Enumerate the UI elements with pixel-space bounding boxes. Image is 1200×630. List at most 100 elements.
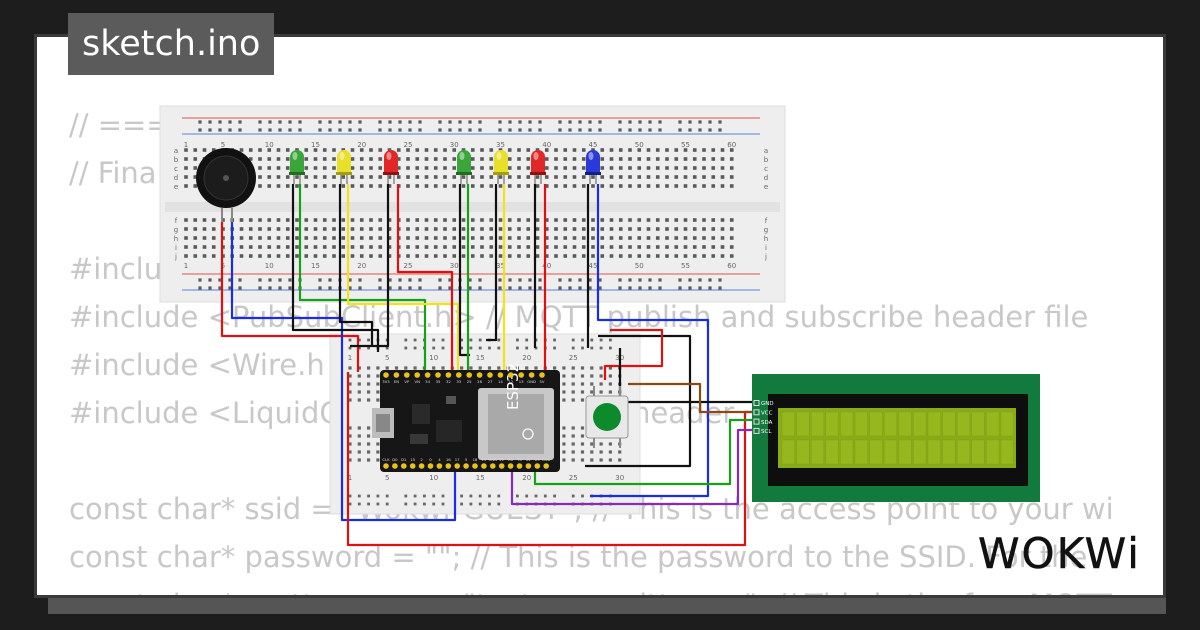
row-letter: a (174, 147, 178, 155)
column-number: 20 (357, 141, 366, 149)
lcd-pin-label: GND (761, 401, 774, 407)
column-number: 5 (385, 354, 389, 362)
row-letter: j (174, 253, 177, 261)
esp32-pin-label: 5V (539, 379, 544, 384)
lcd-pin-label: SDA (761, 420, 773, 426)
row-letter: h (764, 235, 768, 243)
row-letter: b (174, 156, 179, 164)
lcd-pin-label: SCL (761, 429, 772, 435)
row-letter: e (764, 183, 768, 191)
led (530, 150, 546, 184)
row-letter: c (174, 165, 178, 173)
row-letter: h (174, 235, 178, 243)
esp32-pin-label: 16 (446, 457, 451, 462)
column-number: 50 (635, 262, 644, 270)
column-number: 15 (311, 262, 320, 270)
push-button (585, 386, 629, 448)
column-number: 1 (348, 474, 352, 482)
esp32-pin-label: GND (488, 457, 497, 462)
row-letter: a (764, 147, 768, 155)
esp32-pin-label: EN (394, 379, 399, 384)
column-number: 55 (681, 262, 690, 270)
column-number: 20 (522, 354, 531, 362)
column-number: 45 (589, 262, 598, 270)
column-number: 15 (476, 474, 485, 482)
column-number: 20 (357, 262, 366, 270)
esp32-pin-label: GND (527, 379, 536, 384)
wokwi-logo-text: WOKWi (978, 529, 1141, 578)
row-letter: f (175, 217, 178, 225)
column-number: 15 (476, 354, 485, 362)
led-row (289, 150, 601, 184)
row-letter: f (765, 217, 768, 225)
wire-buzzer-blue (230, 222, 457, 522)
led (585, 150, 601, 184)
column-number: 25 (404, 262, 413, 270)
code-line: // === (69, 108, 171, 142)
esp32-pin-label: 14 (498, 379, 503, 384)
column-number: 40 (542, 262, 551, 270)
column-number: 40 (542, 141, 551, 149)
column-number: 25 (404, 141, 413, 149)
led (493, 150, 509, 184)
code-line: // Fina (69, 156, 157, 190)
esp32-pin-label: D0 (392, 457, 398, 462)
sketch-title: sketch.ino (68, 13, 275, 75)
buzzer (196, 148, 256, 222)
row-letter: d (174, 174, 178, 182)
esp32-pin-label: RX (508, 457, 514, 462)
led (289, 150, 305, 184)
column-number: 30 (615, 474, 624, 482)
esp32-pin-label: 0 (429, 457, 432, 462)
column-number: 50 (635, 141, 644, 149)
wokwi-logo: WOKWi (978, 529, 1141, 579)
esp32-pin-label: 18 (473, 457, 478, 462)
esp32-pin-label: 2 (420, 457, 423, 462)
breadboard-top: 1155101015152020252530303535404045455050… (159, 105, 786, 303)
esp32-pin-label: 5 (465, 457, 468, 462)
code-line: #include <Wire.h (69, 348, 325, 382)
row-letter: i (765, 244, 767, 252)
esp32-pin-label: 3V3 (382, 379, 390, 384)
column-number: 1 (184, 262, 188, 270)
esp32-pin-label: 23 (535, 457, 540, 462)
column-number: 15 (311, 141, 320, 149)
esp32-pin-label: D1 (401, 457, 407, 462)
row-letter: i (175, 244, 177, 252)
row-letter: g (764, 226, 768, 234)
esp32-pin-label: 17 (455, 457, 460, 462)
row-letter: j (764, 253, 767, 261)
column-number: 25 (569, 354, 578, 362)
wires (220, 184, 758, 547)
esp32-pin-label: CLK (382, 457, 390, 462)
esp32-pin-label: 12 (508, 379, 513, 384)
row-letter: b (764, 156, 769, 164)
column-number: 25 (569, 474, 578, 482)
esp32-pin-label: 35 (436, 379, 441, 384)
esp32-pin-label: 26 (477, 379, 482, 384)
column-number: 55 (681, 141, 690, 149)
esp32-pin-label: 21 (499, 457, 504, 462)
led (383, 150, 399, 184)
column-number: 60 (727, 141, 736, 149)
column-number: 20 (522, 474, 531, 482)
esp32-pin-label: TX (516, 457, 522, 462)
esp32-pin-label: 33 (456, 379, 461, 384)
lcd-pin-label: VCC (761, 411, 773, 417)
esp32-pin-label: 4 (438, 457, 441, 462)
esp32-pin-label: 22 (526, 457, 531, 462)
column-number: 30 (450, 262, 459, 270)
lcd-display: GND VCC SDA SCL (752, 374, 1040, 502)
esp32-chip-label: ESP32 (504, 363, 522, 410)
column-number: 5 (385, 474, 389, 482)
esp32-pin-label: GND (542, 457, 551, 462)
esp32-pin-label: 34 (425, 379, 430, 384)
column-number: 30 (450, 141, 459, 149)
column-number: 35 (496, 141, 505, 149)
column-number: 10 (429, 354, 438, 362)
esp32-pin-label: 13 (519, 379, 524, 384)
esp32-pin-label: 32 (446, 379, 451, 384)
row-letter: c (764, 165, 768, 173)
esp32-pin-label: 15 (410, 457, 415, 462)
